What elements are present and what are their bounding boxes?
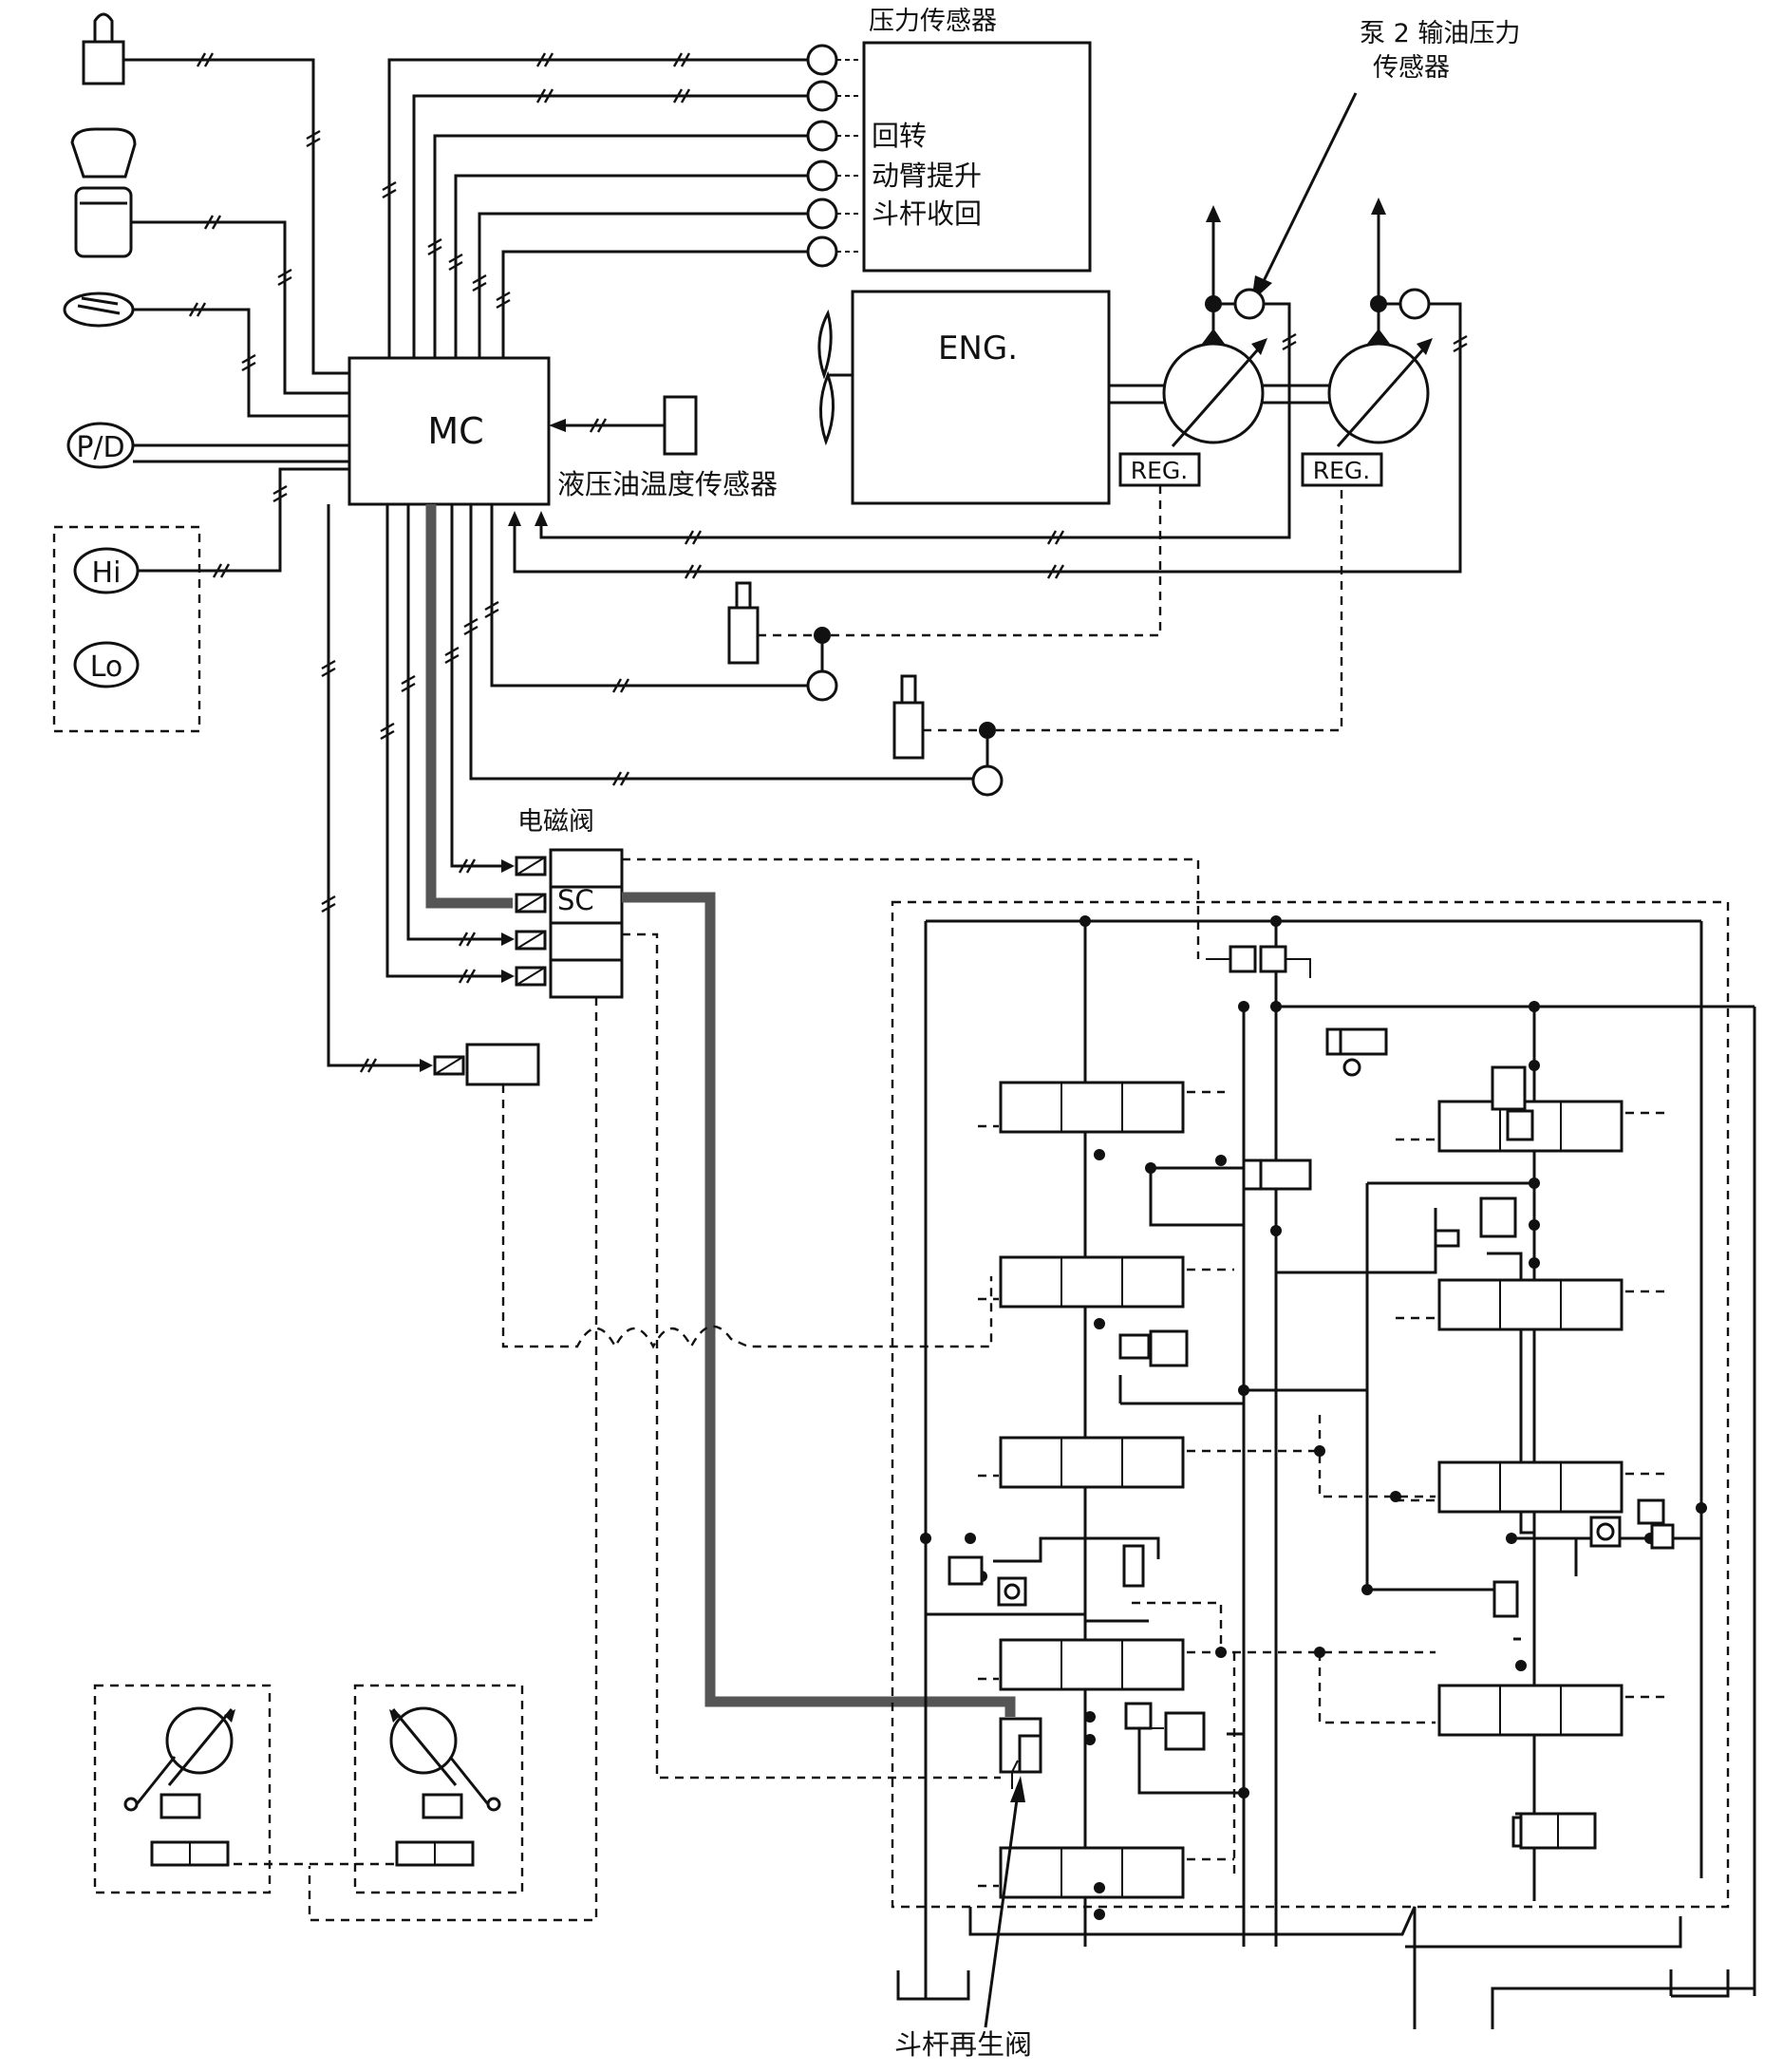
key-switch-icon [82,12,125,85]
sc-pilot-line [622,892,1016,1717]
throttle-dial-icon [63,292,135,328]
main-controller: MC [347,356,551,506]
pressure-sensor-row [806,44,862,268]
power-mode-switch: P/D [66,422,135,469]
arm-regen-valve-label: 斗杆再生阀 [894,2028,1032,2061]
input-wiring [123,58,348,573]
mc-label: MC [427,410,483,452]
pump-outlets [1205,198,1431,344]
pd-switch-label: P/D [76,431,124,464]
spool-pilot-inputs [978,1090,1671,1888]
variable-pump-icon [1327,329,1433,447]
travel-motor-right-frame [353,1684,524,1894]
boom-raise-label: 动臂提升 [872,160,982,192]
wire-break-ticks [188,52,1468,1073]
travel-hi-switch: Hi [73,547,140,594]
pilot-dashed-lines [234,857,1200,1922]
arm-regeneration-valve [999,1717,1042,1789]
sc-label: SC [557,884,594,916]
sc-control-line [425,504,513,909]
travel-motor-icon [389,1706,501,1867]
engine-label: ENG. [938,330,1018,367]
spool-valves [999,1081,1623,1899]
cooling-fan-icon [817,309,852,446]
valve-body-junctions [920,915,1707,1920]
lo-label: Lo [90,650,123,684]
control-valve-frame [891,900,1730,1909]
arm-regen-callout-arrow [984,1792,1020,2028]
solenoid-valve-block: SC [515,848,624,999]
hi-label: Hi [92,556,122,590]
travel-lo-switch: Lo [73,641,140,688]
swing-label: 回转 [872,120,927,152]
pump-regulators: REG. REG. [1118,452,1383,487]
reg-left-label: REG. [1131,457,1189,484]
travel-motor-left-frame [93,1684,272,1894]
pump2-sensor-label-line1: 泵 2 输油压力 [1360,19,1520,48]
pump2-sensor-callout-arrow [1261,92,1358,284]
arm-regen-arrowhead [1010,1776,1025,1802]
variable-pump-icon [1162,329,1267,447]
pump2-sensor-label-line2: 传感器 [1373,53,1450,83]
solenoid-control-wiring [327,504,515,1072]
arm-retract-label: 斗杆收回 [872,198,982,230]
travel-speed-solenoid [433,1043,540,1086]
pilot-pressure-sensors [469,485,1343,797]
pump-sensor-feedback-wiring [508,302,1462,574]
pressure-sensor-wiring [387,58,807,358]
pressure-sensor-title: 压力传感器 [869,7,997,36]
travel-motor-icon [123,1706,235,1867]
pump-shafts [1109,384,1331,405]
travel-speed-switch-frame [52,525,201,733]
hydraulic-temp-sensor-label: 液压油温度传感器 [557,468,778,500]
work-mode-knob-icon [70,127,137,258]
hydraulic-oil-temp-sensor [663,395,698,456]
valve-body-components [948,945,1675,1848]
solenoid-valve-title: 电磁阀 [517,807,594,837]
reg-right-label: REG. [1313,457,1371,484]
engine-block: ENG. [851,290,1111,505]
pressure-sensor-block [862,41,1092,273]
